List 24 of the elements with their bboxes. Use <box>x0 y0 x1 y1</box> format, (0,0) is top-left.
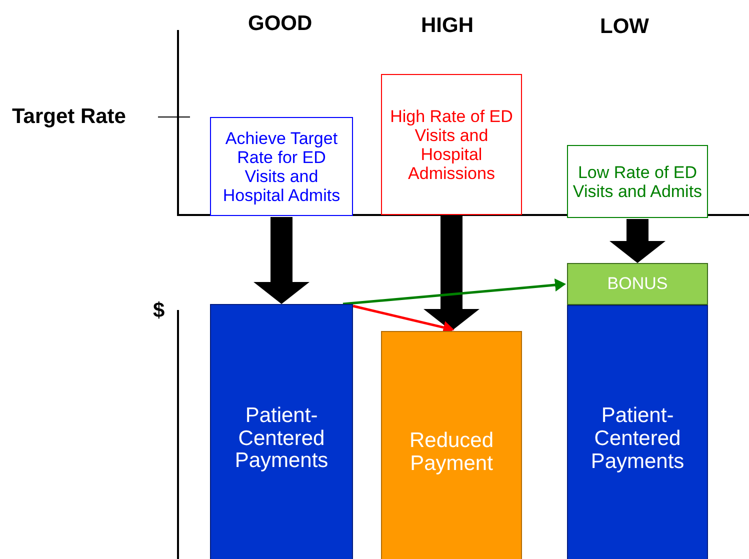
column-heading: HIGH <box>421 14 474 38</box>
arrow <box>610 219 666 263</box>
outcome-box <box>210 117 353 216</box>
box-text: Achieve Target Rate for ED Visits and Hospital Admits <box>222 128 342 204</box>
outcome-box <box>567 145 708 218</box>
bar-label: BONUS <box>607 274 668 294</box>
bar-label: Patient-Centered Payments <box>234 404 330 473</box>
arrow <box>254 217 310 304</box>
column-heading: GOOD <box>248 12 312 36</box>
payment-bar <box>567 305 708 559</box>
column-heading: LOW <box>600 15 649 39</box>
payment-bar <box>210 304 353 559</box>
bar-label: Patient-Centered Payments <box>590 405 686 474</box>
bonus-bar <box>567 263 708 305</box>
outcome-box <box>381 74 522 215</box>
box-text: Low Rate of ED Visits and Admits <box>572 162 703 200</box>
axis-label: Target Rate <box>12 105 126 129</box>
payment-bar <box>381 331 522 559</box>
arrow <box>342 278 566 306</box>
bar-label: Reduced Payment <box>408 430 495 476</box>
arrow <box>424 216 480 331</box>
axis-label: $ <box>153 299 165 323</box>
arrow <box>352 304 454 334</box>
box-text: High Rate of ED Visits and Hospital Admissions <box>389 106 514 182</box>
